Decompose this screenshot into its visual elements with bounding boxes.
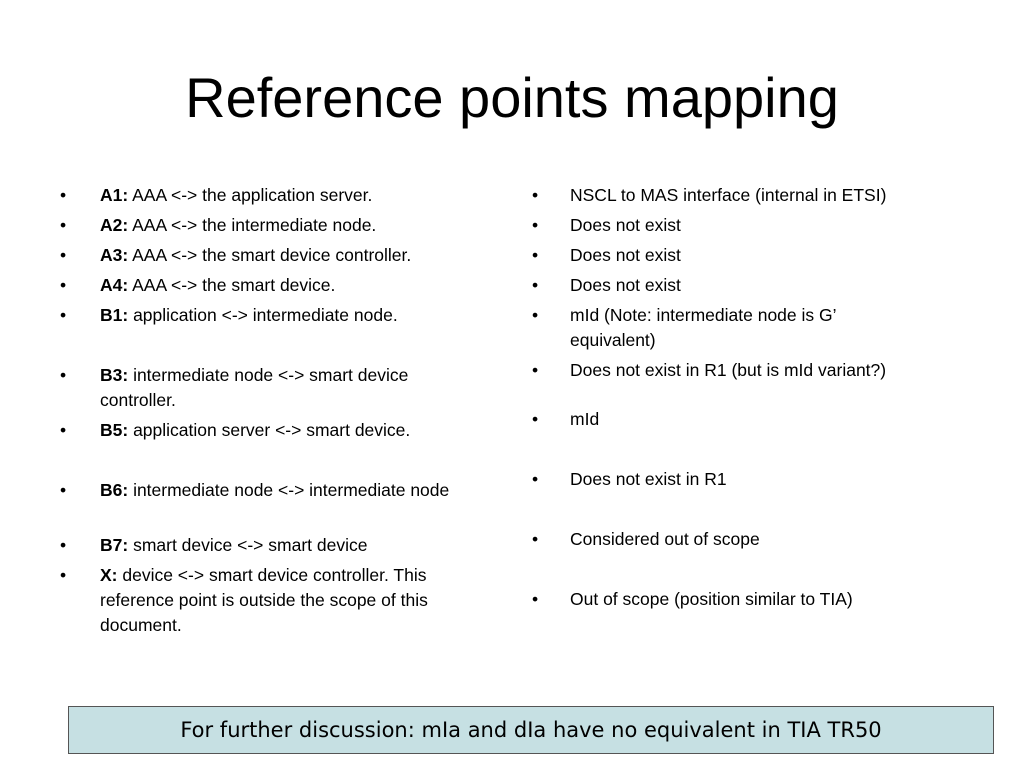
item-text: Does not exist	[570, 215, 681, 235]
bullet: •	[532, 185, 539, 205]
item-label: B6:	[100, 480, 129, 500]
bullet: •	[532, 305, 539, 325]
bullet: •	[60, 535, 67, 555]
item-label: X:	[100, 565, 118, 585]
bullet: •	[60, 185, 67, 205]
item-text: intermediate node <-> intermediate node	[128, 480, 450, 500]
bullet: •	[532, 469, 539, 489]
item-text: AAA <-> the application server.	[128, 185, 373, 205]
bullet: •	[532, 215, 539, 235]
item-text: mId (Note: intermediate node is G’ equiv…	[570, 305, 836, 350]
bullet: •	[60, 215, 67, 235]
item-label: B1:	[100, 305, 129, 325]
bullet: •	[532, 409, 539, 429]
page-title: Reference points mapping	[185, 66, 839, 129]
item-text: AAA <-> the smart device controller.	[128, 245, 412, 265]
item-text: AAA <-> the intermediate node.	[128, 215, 377, 235]
bullet: •	[60, 420, 67, 440]
item-text: Out of scope (position similar to TIA)	[570, 589, 853, 609]
item-label: B3:	[100, 365, 129, 385]
item-text: mId	[570, 409, 600, 429]
item-text: Considered out of scope	[570, 529, 760, 549]
item-text: Does not exist in R1	[570, 469, 727, 489]
bullet: •	[60, 365, 67, 385]
item-label: A1:	[100, 185, 129, 205]
item-text: application <-> intermediate node.	[128, 305, 398, 325]
bullet: •	[532, 360, 539, 380]
item-label: A4:	[100, 275, 129, 295]
item-text: Does not exist	[570, 275, 681, 295]
item-text: AAA <-> the smart device.	[128, 275, 336, 295]
item-label: B7:	[100, 535, 129, 555]
item-label: B5:	[100, 420, 129, 440]
bullet: •	[532, 275, 539, 295]
item-text: Does not exist in R1 (but is mId variant…	[570, 360, 887, 380]
bullet: •	[532, 589, 539, 609]
bullet: •	[532, 529, 539, 549]
bullet: •	[60, 305, 67, 325]
item-text: intermediate node <-> smart device contr…	[100, 365, 409, 410]
bullet: •	[60, 275, 67, 295]
item-text: smart device <-> smart device	[128, 535, 368, 555]
item-text: Does not exist	[570, 245, 681, 265]
item-text: NSCL to MAS interface (internal in ETSI)	[570, 185, 887, 205]
bullet: •	[532, 245, 539, 265]
item-text: application server <-> smart device.	[128, 420, 411, 440]
bullet: •	[60, 245, 67, 265]
item-text: device <-> smart device controller. This…	[100, 565, 428, 635]
bullet: •	[60, 565, 67, 585]
bullet: •	[60, 480, 67, 500]
discussion-note-box: For further discussion: mIa and dIa have…	[68, 706, 994, 754]
item-label: A2:	[100, 215, 129, 235]
discussion-note-text: For further discussion: mIa and dIa have…	[180, 718, 882, 742]
item-label: A3:	[100, 245, 129, 265]
